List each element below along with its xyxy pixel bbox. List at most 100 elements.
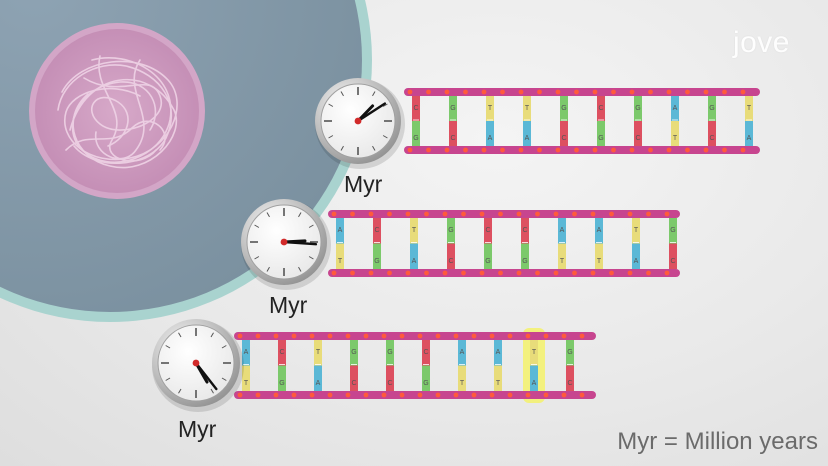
base-A <box>458 340 466 366</box>
phosphate <box>405 270 411 276</box>
base-G <box>634 96 642 121</box>
base-G <box>412 121 420 146</box>
base-letter: C <box>448 258 453 265</box>
phosphate <box>368 211 374 217</box>
base-G <box>560 96 568 121</box>
base-letter: T <box>560 258 565 265</box>
clock-3 <box>152 319 244 412</box>
clock-tick <box>308 256 314 260</box>
base-letter: C <box>635 135 640 142</box>
base-letter: T <box>338 258 343 265</box>
base-letter: A <box>316 380 321 387</box>
base-letter: T <box>532 349 537 356</box>
phosphate <box>507 333 513 339</box>
base-letter: C <box>670 258 675 265</box>
backbone-top <box>328 210 680 218</box>
base-C <box>278 340 286 366</box>
base-C <box>566 365 574 391</box>
phosphate <box>629 89 635 95</box>
base-letter: A <box>560 227 565 234</box>
clock-tick <box>266 266 270 272</box>
phosphate <box>461 211 466 217</box>
phosphate <box>291 392 297 398</box>
base-A <box>671 96 679 121</box>
base-G <box>597 121 605 146</box>
clock-tick <box>382 103 388 107</box>
clock-label-3: Myr <box>178 416 217 442</box>
phosphate <box>255 392 261 398</box>
base-letter: C <box>423 349 428 356</box>
base-letter: G <box>423 380 428 387</box>
base-C <box>669 243 677 269</box>
phosphate <box>627 270 633 276</box>
base-letter: G <box>670 227 675 234</box>
phosphate <box>444 147 450 153</box>
phosphate <box>543 333 549 339</box>
base-T <box>458 365 466 391</box>
phosphate <box>350 270 355 276</box>
clock-tick <box>254 256 260 260</box>
phosphate <box>331 211 337 217</box>
phosphate <box>574 89 579 95</box>
clock-tick <box>178 388 182 394</box>
phosphate <box>309 333 315 339</box>
base-A <box>494 340 502 366</box>
clock-tick <box>328 135 334 139</box>
base-C <box>386 365 394 391</box>
base-letter: C <box>522 227 527 234</box>
base-letter: A <box>460 349 465 356</box>
phosphate <box>611 89 616 95</box>
base-G <box>447 218 455 244</box>
phosphate <box>518 147 524 153</box>
phosphate <box>273 392 279 398</box>
phosphate <box>500 89 505 95</box>
base-letter: G <box>448 227 453 234</box>
base-C <box>560 121 568 146</box>
clock-tick <box>178 332 182 338</box>
phosphate <box>664 211 670 217</box>
backbone-bottom <box>404 146 760 154</box>
base-letter: T <box>634 227 639 234</box>
nucleus-body <box>35 29 199 193</box>
clock-tick <box>298 266 302 272</box>
base-G <box>566 340 574 366</box>
base-T <box>530 340 538 366</box>
backbone-bottom <box>234 391 596 399</box>
clock-2 <box>241 199 331 290</box>
clock-hour-hand <box>194 361 209 384</box>
legend-myr-definition: Myr = Million years <box>617 428 818 455</box>
base-A <box>632 243 640 269</box>
clock-tick <box>298 212 302 218</box>
phosphate <box>627 211 633 217</box>
phosphate <box>426 147 431 153</box>
base-letter: A <box>496 349 501 356</box>
phosphate <box>407 147 413 153</box>
phosphate <box>481 147 487 153</box>
base-letter: C <box>598 105 603 112</box>
phosphate <box>481 89 487 95</box>
phosphate <box>525 392 531 398</box>
clock-tick <box>308 224 314 228</box>
phosphate <box>417 392 423 398</box>
clock-hour-hand <box>356 104 375 123</box>
base-letter: A <box>488 135 493 142</box>
phosphate <box>309 392 315 398</box>
base-letter: C <box>413 105 418 112</box>
phosphate <box>471 333 477 339</box>
phosphate <box>537 147 542 153</box>
clock-tick <box>372 145 376 151</box>
phosphate <box>381 392 387 398</box>
phosphate <box>498 270 503 276</box>
phosphate <box>516 211 522 217</box>
phosphate <box>609 270 614 276</box>
phosphate <box>399 333 405 339</box>
clock-tick <box>210 332 214 338</box>
phosphate <box>572 211 577 217</box>
phosphate <box>646 211 651 217</box>
phosphate <box>291 333 297 339</box>
clock-tick <box>266 212 270 218</box>
clock-tick <box>254 224 260 228</box>
jove-logo: jove <box>732 26 790 59</box>
clock-tick <box>165 377 171 381</box>
